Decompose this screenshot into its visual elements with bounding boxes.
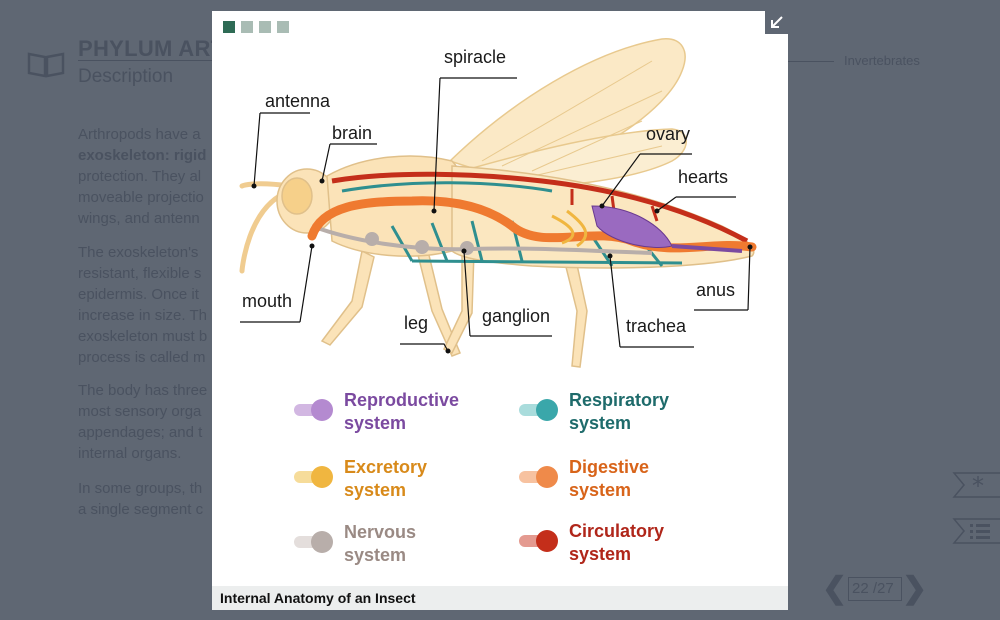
asterisk-icon[interactable]: *: [946, 472, 1000, 498]
breadcrumb: Invertebrates: [844, 53, 920, 68]
slide-dot-1[interactable]: [223, 21, 235, 33]
reproductive-swatch-icon: [294, 399, 333, 421]
label-leg: leg: [404, 313, 429, 333]
circulatory-system: [331, 171, 749, 244]
label-ovary: ovary: [646, 124, 691, 144]
label-antenna: antenna: [265, 91, 331, 111]
page-title: PHYLUM ART: [78, 36, 225, 61]
digestive-swatch-icon: [519, 466, 558, 488]
respiratory-swatch-icon: [519, 399, 558, 421]
paragraph-2: The exoskeleton's resistant, flexible s …: [78, 244, 208, 366]
label-anus: anus: [696, 280, 736, 300]
digestive-system: [307, 196, 757, 253]
prev-page-icon[interactable]: ❮: [822, 572, 848, 605]
nervous-swatch-icon: [294, 531, 333, 553]
page-indicator: 22 /27: [852, 580, 894, 597]
caption-bar: Internal Anatomy of an Insect: [212, 586, 788, 610]
label-trachea: trachea: [626, 316, 687, 336]
label-ganglion: ganglion: [482, 306, 551, 326]
nervous-system: [311, 224, 653, 255]
paragraph-4: In some groups, th a single segment c: [78, 480, 204, 518]
title-divider: [78, 60, 212, 61]
breadcrumb-divider: [788, 61, 834, 62]
paragraph-1: Arthropods have a exoskeleton: rigid pro…: [78, 126, 207, 227]
slide-dot-3[interactable]: [259, 21, 271, 33]
insect-anatomy-diagram: [239, 38, 757, 368]
slide-dot-4[interactable]: [277, 21, 289, 33]
list-icon[interactable]: [946, 518, 1000, 544]
collapse-icon[interactable]: [765, 11, 788, 34]
page-subtitle: Description: [78, 66, 174, 87]
label-brain: brain: [332, 123, 373, 143]
excretory-swatch-icon: [294, 466, 333, 488]
svg-text:*: *: [972, 472, 984, 498]
figure-modal: antenna brain spiracle ovary hearts mout…: [212, 11, 788, 610]
reproductive-system: [591, 205, 743, 253]
label-hearts: hearts: [678, 167, 729, 187]
label-mouth: mouth: [242, 291, 293, 311]
respiratory-system: [341, 181, 683, 267]
pager: ❮ 22 /27 ❯: [822, 572, 927, 606]
label-spiracle: spiracle: [444, 47, 507, 67]
page-indicator-box: [848, 577, 902, 601]
label-leader-lines: [240, 77, 751, 352]
figure-caption: Internal Anatomy of an Insect: [220, 590, 416, 606]
excretory-system: [551, 209, 588, 248]
next-page-icon[interactable]: ❯: [902, 572, 928, 605]
insect-legs: [320, 249, 588, 368]
book-icon: [27, 52, 65, 78]
label-anchor-dots: [251, 178, 753, 354]
slide-dot-2[interactable]: [241, 21, 253, 33]
paragraph-3: The body has three most sensory orga app…: [78, 382, 208, 462]
circulatory-swatch-icon: [519, 530, 558, 552]
